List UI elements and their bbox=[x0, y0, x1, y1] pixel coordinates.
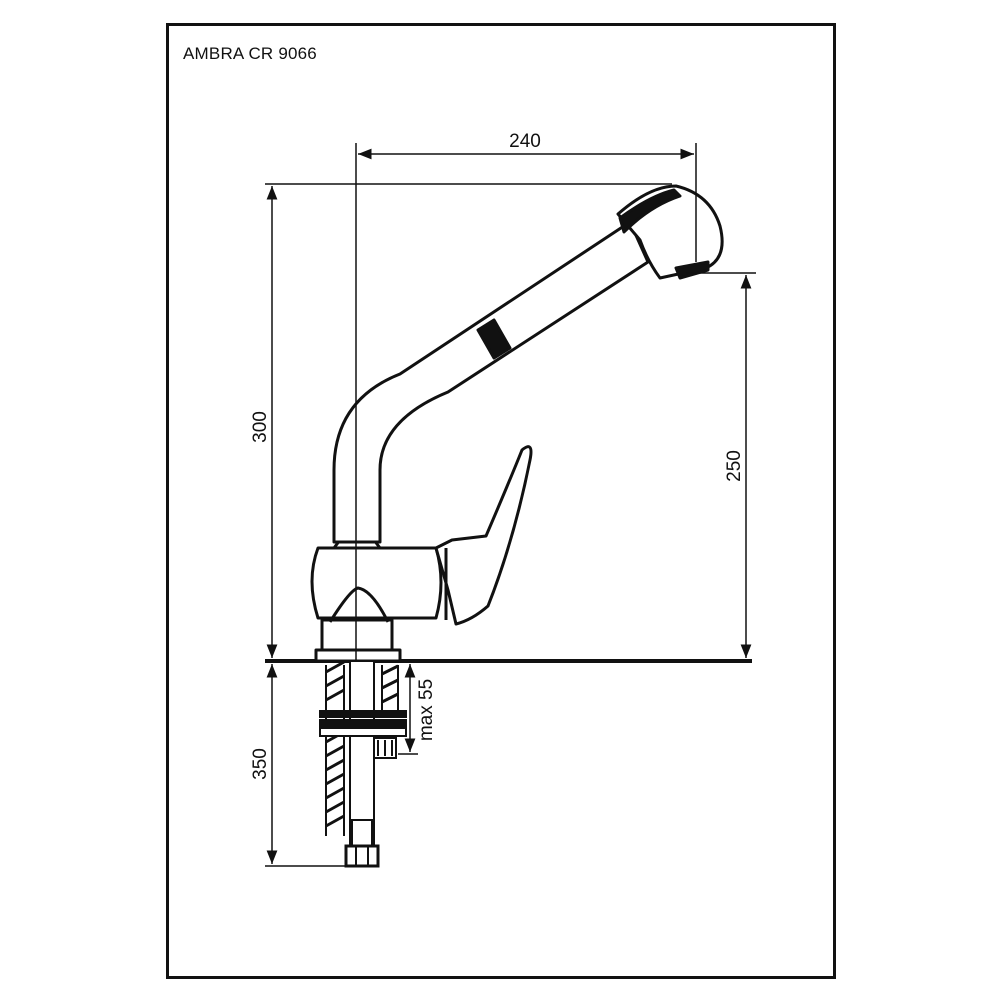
washer-top bbox=[319, 710, 407, 718]
drawing-title: AMBRA CR 9066 bbox=[183, 44, 317, 63]
mounting-plate bbox=[319, 727, 407, 737]
dimension-label-300: 300 bbox=[250, 411, 271, 443]
braided-hose-left bbox=[325, 660, 345, 828]
dimension-lines bbox=[265, 143, 756, 867]
dimension-label-350: 350 bbox=[250, 748, 271, 780]
dimension-label-250: 250 bbox=[724, 450, 745, 482]
washer-mid bbox=[319, 719, 407, 727]
braided-hose-right bbox=[381, 664, 399, 704]
faucet-body bbox=[310, 184, 724, 663]
under-counter-fittings bbox=[319, 660, 407, 868]
dimension-label-max-55: max 55 bbox=[416, 679, 437, 741]
dimension-label-240: 240 bbox=[509, 131, 541, 152]
